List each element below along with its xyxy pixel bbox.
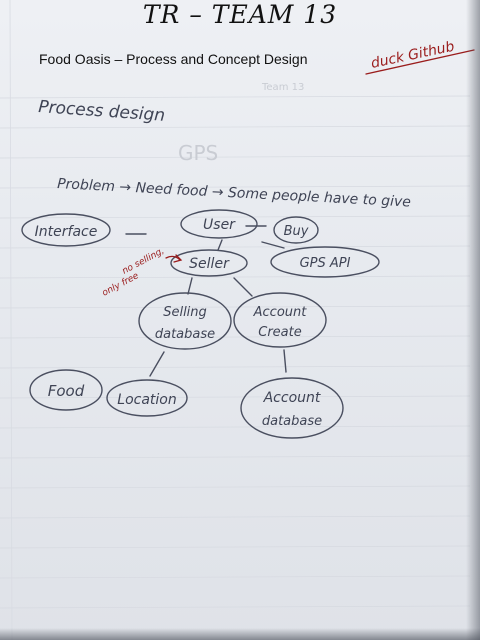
margin-note: duck Github: [370, 39, 456, 72]
section-heading: Process design: [38, 97, 166, 126]
annotation-arrow: [165, 255, 181, 261]
connector-db-location: [149, 351, 165, 377]
connector-user-seller: [217, 239, 223, 251]
label-gps-api: GPS API: [300, 256, 351, 271]
label-buy: Buy: [284, 224, 309, 239]
annotation-line-1: no selling,: [121, 246, 166, 276]
node-buy: [273, 216, 319, 244]
node-food: [29, 369, 103, 411]
connector-seller-selling-db: [187, 277, 193, 295]
label-account-create-1: Account: [253, 305, 308, 320]
node-seller: [170, 249, 248, 277]
problem-statement: Problem → Need food → Some people have t…: [57, 176, 411, 211]
page-subtitle: Food Oasis – Process and Concept Design: [39, 51, 308, 67]
page-bottom-shadow: [0, 628, 480, 640]
page-title: TR – TEAM 13: [142, 0, 338, 29]
label-seller: Seller: [189, 256, 230, 272]
node-gps-api: [270, 246, 380, 278]
page-edge-shadow: [466, 0, 480, 640]
annotation-line-2: only free: [101, 271, 141, 299]
label-account-db-1: Account: [263, 390, 321, 406]
label-selling-db-1: Selling: [163, 305, 207, 320]
diagram-connectors: [125, 225, 287, 377]
ghost-text-gps: GPS: [178, 141, 218, 165]
connector-seller-account-create: [233, 277, 253, 297]
ghost-text-team: Team 13: [261, 82, 304, 93]
label-account-create-2: Create: [258, 325, 301, 340]
label-selling-db-2: database: [155, 327, 215, 342]
seller-annotation: no selling, only free: [101, 246, 183, 299]
node-selling-database: [138, 292, 232, 350]
label-account-db-2: database: [262, 414, 322, 429]
label-location: Location: [117, 392, 176, 408]
node-location: [106, 379, 188, 417]
margin-note-underline: [365, 49, 475, 75]
node-interface: [21, 213, 111, 247]
connector-account-create-db: [283, 349, 287, 373]
connector-user-gps: [261, 241, 285, 249]
node-user: [180, 209, 258, 239]
node-account-database: [240, 377, 344, 439]
label-food: Food: [48, 382, 85, 400]
node-account-create: [233, 292, 327, 348]
diagram-nodes: [21, 209, 380, 439]
label-interface: Interface: [35, 224, 98, 240]
annotation-arrowhead: [173, 254, 183, 263]
label-user: User: [203, 217, 236, 233]
